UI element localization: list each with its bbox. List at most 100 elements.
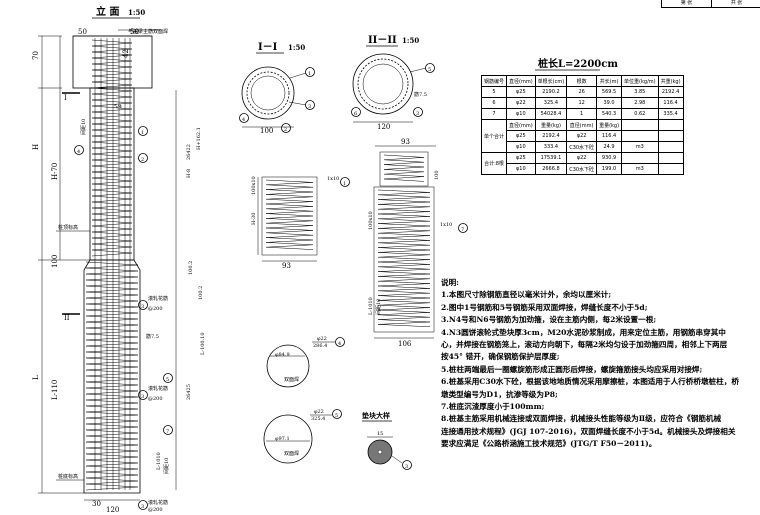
section-I-title: I－I — [258, 42, 278, 53]
dim-L: L — [32, 375, 40, 380]
callout-7: 7 — [166, 429, 169, 435]
dim-H70: H-70 — [51, 163, 59, 180]
cell: φ10 — [506, 163, 536, 175]
cell: 2.98 — [621, 97, 659, 109]
spiral-hatch — [85, 39, 139, 491]
callout-2: 2 — [141, 157, 144, 163]
th-bar-no: 钢筋编号 — [480, 75, 508, 87]
ring-4-dia: φ84.9 — [275, 352, 290, 358]
spacer-dim: 15 — [377, 431, 383, 437]
len-8: L-1010 — [156, 452, 162, 470]
cell: 12 — [566, 97, 598, 109]
elevation-callouts: 1 2 4 3 3 5 3 7 — [74, 126, 173, 510]
cell: 6 — [480, 97, 508, 109]
section-mark-I: I — [64, 94, 67, 102]
section-I: I－I 1:50 100 1 2 3 4 — [239, 42, 315, 135]
coil-line — [377, 189, 431, 328]
cell: φ10 — [506, 141, 536, 153]
note-line: 6.桩基采用C30水下砼，根据该地地质情况采用摩擦桩，本图适用于人行桥桥墩桩柱，… — [441, 377, 739, 387]
cell: 17539.1 — [534, 152, 568, 164]
cell: φ22 — [566, 130, 598, 142]
single-total-label: 单个合计 — [480, 119, 508, 153]
len-5: 100.2 — [198, 286, 204, 300]
callout-3a: 3 — [141, 304, 144, 310]
ring-detail-4: φ84.9 双面焊 φ22 286.4 4 — [266, 336, 345, 388]
elevation-scale: 1:50 — [128, 8, 145, 17]
note-line: 墩类型编号为D1，抗渗等级为P8; — [441, 389, 558, 399]
len-1: 26422 — [186, 144, 192, 160]
cell: 333.4 — [534, 141, 568, 153]
s1-callout-1: 1 — [308, 71, 311, 77]
spiral-label-2: 滚轧花筋 — [148, 385, 168, 392]
spacer-title: 垫块大样 — [362, 411, 390, 420]
len-4: 100.2 — [188, 261, 194, 275]
s2-callout-6: 6 — [354, 111, 357, 117]
cell: C30水下砼 — [566, 141, 598, 153]
detail-7-callout: 7 — [461, 227, 464, 233]
th-unit-weight: 单位重(kg/m) — [621, 75, 659, 87]
cell: 39.0 — [596, 97, 623, 109]
pile-elevation: 立 面 1:50 与盖梁主筋双面焊 50 50 42 — [32, 5, 206, 514]
cell: 540.3 — [596, 108, 623, 120]
coil-line — [85, 261, 139, 491]
th-dia: 直径(mm) — [506, 75, 536, 87]
section-II: II－II 1:50 120 筋7.5 5 3 6 — [351, 35, 435, 131]
dim-50-left: 50 — [78, 28, 87, 36]
detail-1-coil — [265, 179, 314, 250]
cap-height-label: 5/4 — [114, 104, 122, 110]
detail-7-top: 93 — [401, 138, 410, 146]
elevation-title: 立 面 — [96, 5, 119, 18]
s2-callout-5: 5 — [428, 67, 431, 73]
cell — [657, 163, 684, 175]
note-line: 8.桩基主筋采用机械连接或双面焊接，机械接头性能等级为Ⅱ级，应符合《钢筋机械 — [441, 414, 722, 424]
note-line: 2.图中1号钢筋和5号钢筋采用双面焊接，焊缝长度不小于5d; — [441, 302, 648, 312]
note-line: 3.N4号和N6号钢筋为加劲箍，设在主筋内侧，每2米设置一根; — [441, 315, 657, 325]
cell: φ25 — [506, 86, 536, 98]
at200-3: @200 — [148, 506, 163, 513]
cell: φ25 — [506, 152, 536, 164]
ring-4-callout: 4 — [338, 341, 341, 347]
cell: 2666.8 — [534, 163, 568, 175]
len-2: H-8 — [186, 169, 192, 178]
rebar-quantity-table: 钢筋编号 直径(mm) 单根长(cm) 根数 共长(m) 单位重(kg/m) 共… — [480, 75, 684, 175]
cell: 116.4 — [657, 97, 684, 109]
detail-7-h2: 100x10 — [368, 211, 374, 230]
section-II-title: II－II — [368, 35, 397, 46]
ring-5-weld: 双面焊 — [284, 450, 299, 457]
note-line: 4.N3圆饼滚轮式垫块厚3cm，M20水泥砂浆制成，用来定位主筋，用钢筋串穿其中 — [441, 327, 726, 337]
section-II-dim: 120 — [377, 123, 390, 131]
detail-1-callout: 1 — [343, 181, 346, 187]
detail-1-height: H-30 — [251, 213, 257, 225]
ring-5-bar: φ22 — [314, 409, 324, 415]
pile-top-mark: 桩顶标高 — [58, 224, 78, 231]
ring-5-dia: φ97.1 — [275, 436, 290, 442]
cell — [657, 119, 684, 131]
len-7: 26425 — [186, 384, 192, 400]
sheet-total: 共 张 — [711, 0, 760, 7]
cell — [621, 119, 659, 131]
s2-callout-3: 3 — [416, 111, 419, 117]
table-header-row: 钢筋编号 直径(mm) 单根长(cm) 根数 共长(m) 单位重(kg/m) 共… — [480, 75, 684, 87]
cell: 2192.4 — [657, 86, 684, 98]
note-line: 5.桩柱两端最后一圈螺旋筋形成正圆形后焊接，螺旋箍筋接头均应采用对接焊; — [441, 364, 703, 374]
ring-5-length: 325.4 — [311, 416, 325, 422]
spacer-detail: 垫块大样 15 3 — [362, 411, 412, 470]
detail-1-width: 93 — [282, 262, 291, 270]
at200-1: @200 — [148, 305, 163, 312]
note-line: 要求应满足《公路桥涵施工技术规范》(JTG/T F50－2011)。 — [441, 439, 657, 449]
dim-L110: L-110 — [51, 380, 59, 400]
ring-4-length: 286.4 — [313, 343, 327, 349]
notes-title: 说明: — [441, 278, 459, 287]
ring-4-weld: 双面焊 — [284, 376, 299, 383]
notes-block: 说明: 1.本图尺寸除钢筋直径以毫米计外，余均以厘米计; 2.图中1号钢筋和5号… — [441, 277, 759, 451]
note-line: 心，并焊接在钢筋笼上，滚动方向朝下，每隔2米均匀设于加劲箍四周，相邻上下两层 — [441, 340, 728, 350]
callout-3b: 3 — [141, 394, 144, 400]
cell: 26 — [566, 86, 598, 98]
callout-4: 4 — [77, 149, 80, 155]
section-I-dim: 100 — [260, 127, 273, 135]
section-mark-II: II — [64, 314, 70, 322]
table-title: 桩长L=2200cm — [538, 57, 618, 70]
cell: C30水下砼 — [566, 163, 598, 175]
